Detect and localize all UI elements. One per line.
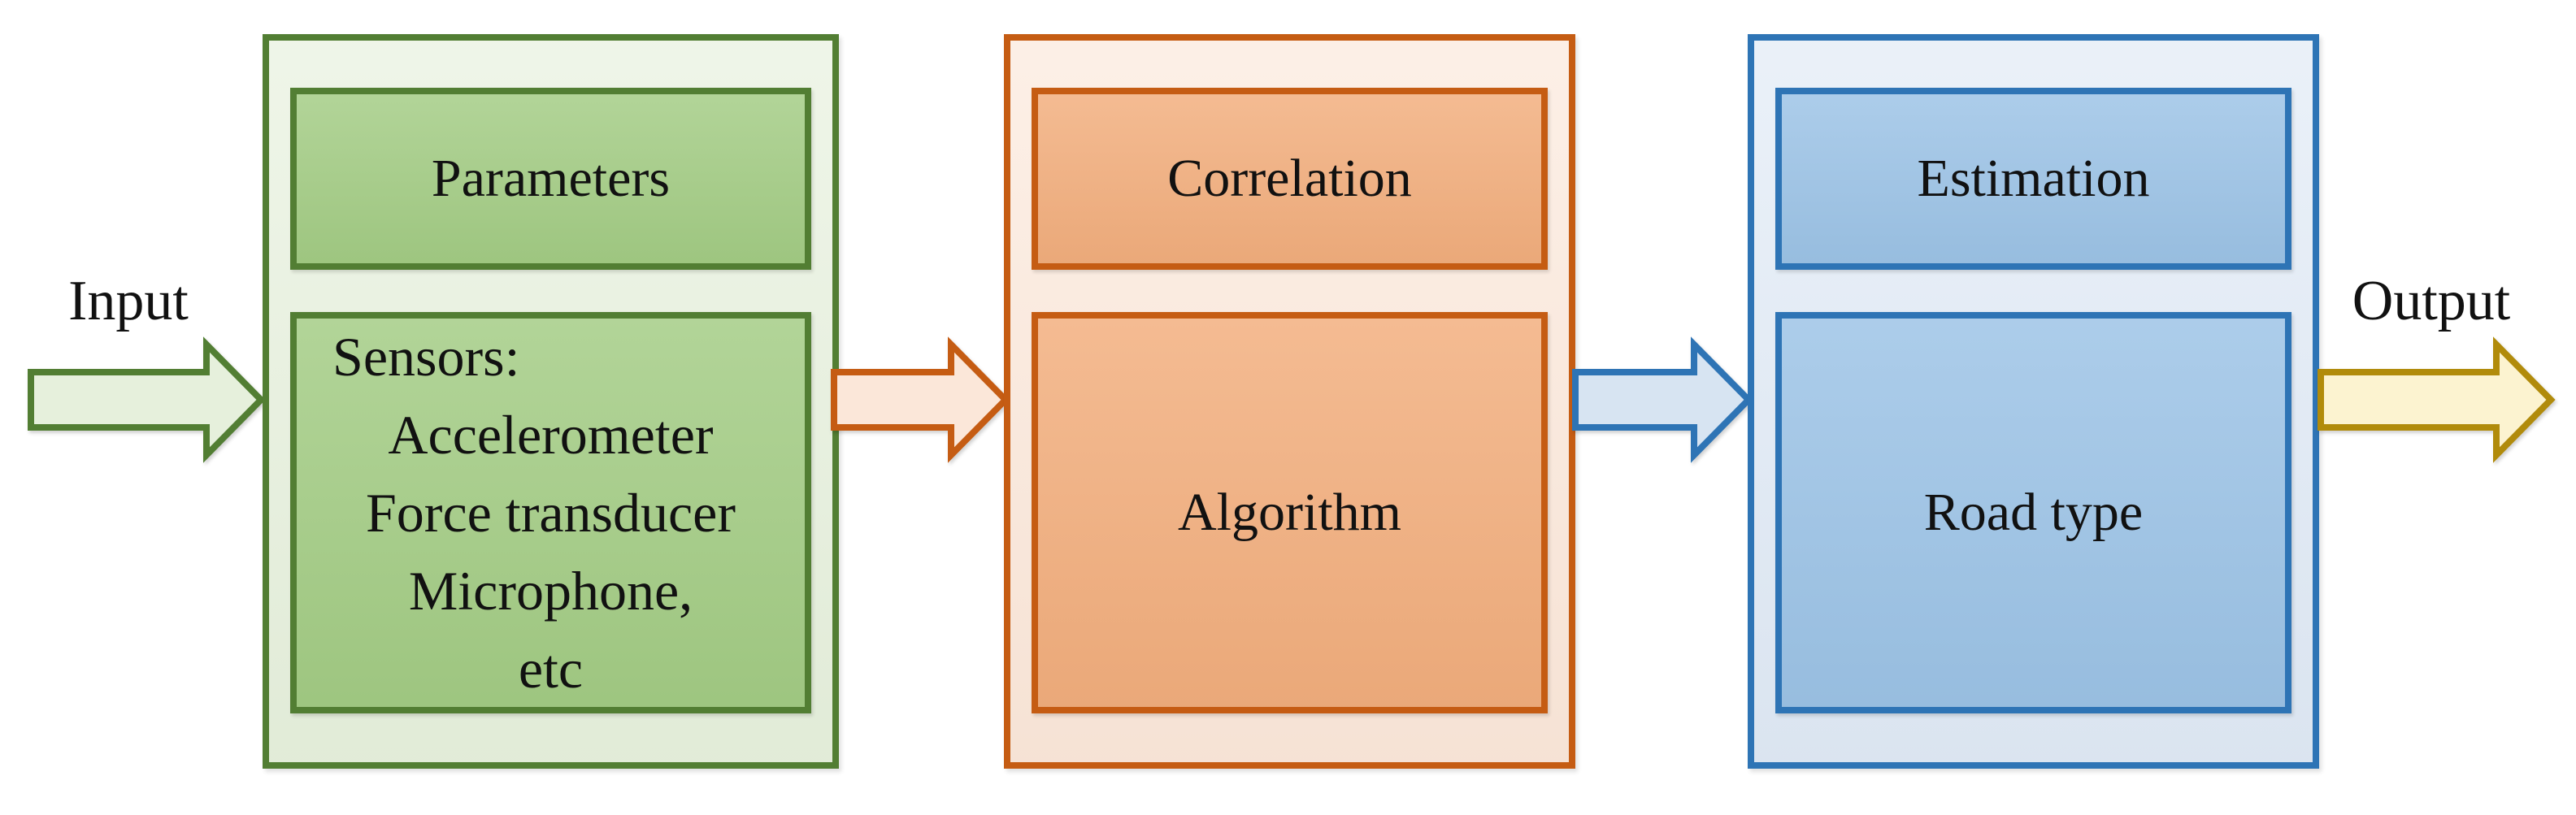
parameters-box: Parameters [290, 88, 811, 270]
estimation-label: Estimation [1917, 148, 2150, 208]
sensors-box: Sensors: Accelerometer Force transducer … [290, 312, 811, 713]
input-label: Input [68, 270, 189, 332]
sensors-line: Accelerometer [388, 404, 714, 466]
road-type-label: Road type [1923, 482, 2144, 542]
algorithm-box: Algorithm [1032, 312, 1548, 713]
parameters-label: Parameters [431, 148, 671, 208]
block-sensing: Parameters Sensors: Accelerometer Force … [263, 34, 839, 769]
sensors-line: Force transducer [365, 482, 736, 544]
block-estimation: Estimation Road type [1748, 34, 2319, 769]
algorithm-label: Algorithm [1178, 482, 1401, 542]
output-label: Output [2352, 270, 2511, 332]
flow-arrow-processing-to-estimation-icon [1572, 336, 1753, 463]
correlation-label: Correlation [1167, 148, 1412, 208]
sensors-line: etc [518, 638, 584, 700]
output-arrow-icon [2318, 336, 2556, 463]
block-processing: Correlation Algorithm [1004, 34, 1575, 769]
correlation-box: Correlation [1032, 88, 1548, 270]
flow-arrow-sensing-to-processing-icon [831, 336, 1010, 463]
sensors-line: Microphone, [408, 560, 693, 622]
road-type-box: Road type [1775, 312, 2291, 713]
estimation-box: Estimation [1775, 88, 2291, 270]
input-arrow-icon [28, 336, 266, 463]
sensors-line: Sensors: [332, 326, 520, 388]
